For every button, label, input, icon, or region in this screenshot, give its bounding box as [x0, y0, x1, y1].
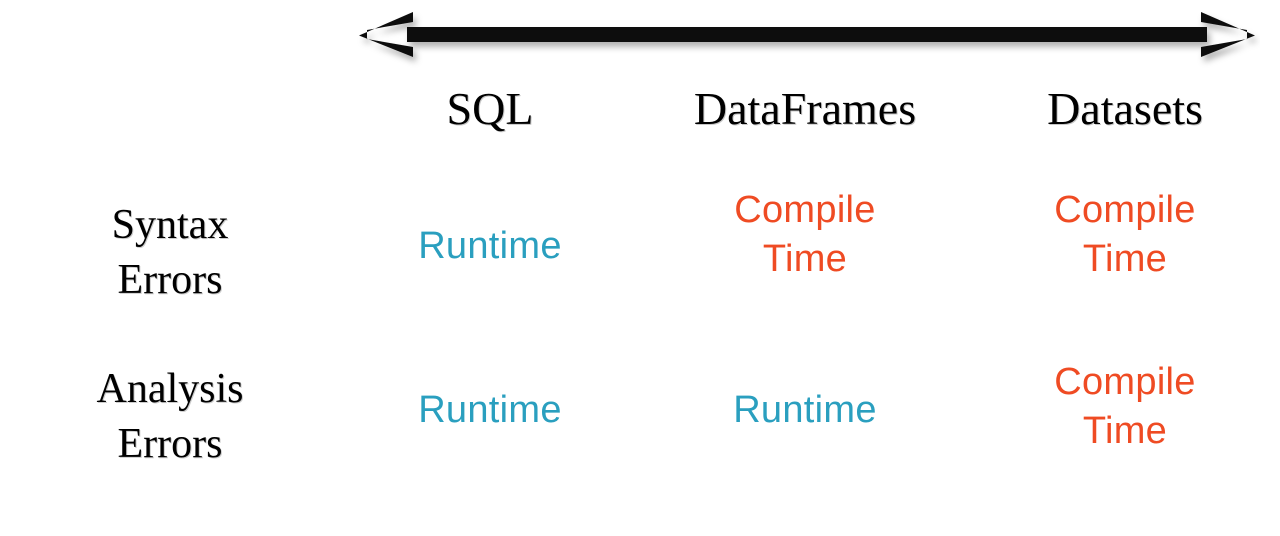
matrix-corner-cell [0, 74, 340, 166]
row-header-label: Syntax Errors [111, 202, 229, 304]
column-header-label: DataFrames [693, 83, 917, 134]
cell-value: Runtime [418, 225, 562, 267]
column-header-label: SQL [446, 83, 534, 134]
column-header-sql: SQL [340, 74, 640, 166]
cell-value: Compile Time [1054, 361, 1196, 453]
row-header-analysis-errors: Analysis Errors [0, 334, 340, 484]
cell-value: Compile Time [1054, 189, 1196, 281]
row-header-syntax-errors: Syntax Errors [0, 166, 340, 334]
cell-value: Compile Time [734, 189, 876, 281]
cell-syntax-errors-datasets: Compile Time [970, 166, 1280, 334]
column-header-dataframes: DataFrames [640, 74, 970, 166]
cell-analysis-errors-dataframes: Runtime [640, 334, 970, 484]
column-header-label: Datasets [1047, 83, 1203, 134]
double-headed-arrow-icon [355, 6, 1260, 68]
cell-analysis-errors-sql: Runtime [340, 334, 640, 484]
cell-syntax-errors-dataframes: Compile Time [640, 166, 970, 334]
cell-value: Runtime [418, 389, 562, 431]
cell-syntax-errors-sql: Runtime [340, 166, 640, 334]
cell-value: Runtime [733, 389, 877, 431]
comparison-matrix: SQL DataFrames Datasets Syntax Errors Ru… [0, 74, 1280, 484]
row-header-label: Analysis Errors [96, 366, 244, 468]
cell-analysis-errors-datasets: Compile Time [970, 334, 1280, 484]
column-header-datasets: Datasets [970, 74, 1280, 166]
